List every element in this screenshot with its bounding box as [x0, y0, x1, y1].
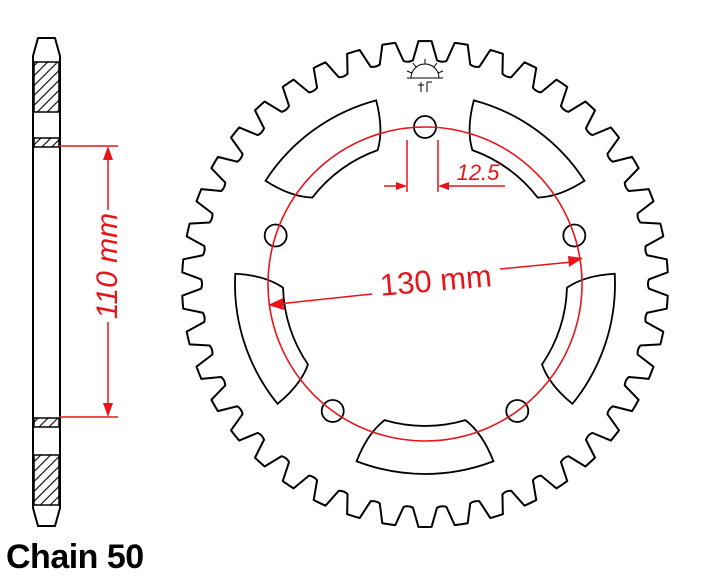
side-hatch-lower-hub [33, 417, 60, 428]
bolt-hole-dimension: 12.5 [384, 140, 505, 192]
lightening-window [264, 99, 382, 199]
arrow-hole-right [438, 182, 449, 190]
lightening-window [468, 99, 586, 199]
arrow-down [103, 403, 113, 417]
side-height-label: 110 mm [91, 213, 124, 319]
side-hatch-top [33, 61, 60, 113]
arrow-left [268, 298, 284, 310]
chain-size-caption: Chain 50 [6, 538, 144, 576]
side-hatch-bottom [33, 454, 60, 506]
height-dimension: 110 mm [59, 145, 124, 418]
lightening-window [234, 272, 310, 406]
arrow-right [568, 256, 583, 267]
bolt-circle [267, 126, 583, 442]
side-view-outline [32, 37, 61, 527]
arrow-hole-left [396, 182, 407, 190]
sprocket-front [181, 40, 669, 528]
lightening-window [540, 272, 616, 406]
lightening-window [355, 419, 495, 475]
side-hatch-upper-hub [33, 137, 60, 148]
side-view [32, 37, 61, 527]
arrow-up [103, 146, 113, 160]
logo-mark [406, 59, 444, 92]
bolt-hole-label: 12.5 [457, 160, 501, 185]
lightening-cutouts [234, 99, 616, 475]
